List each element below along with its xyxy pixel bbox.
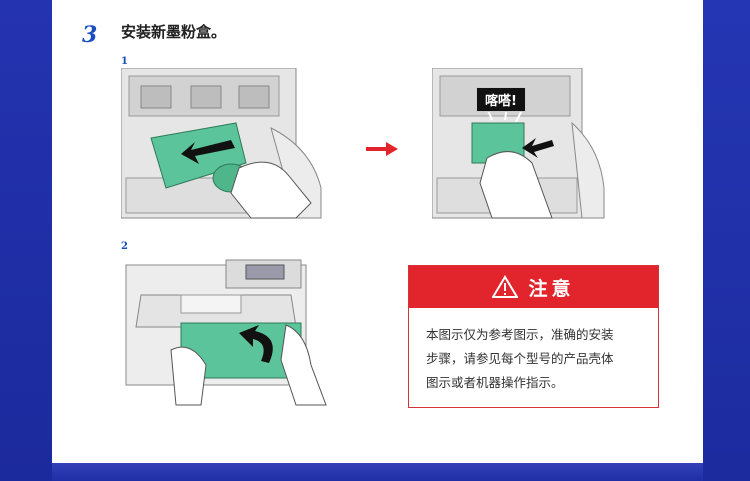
next-step-arrow-icon	[366, 142, 398, 156]
notice-line: 图示或者机器操作指示。	[426, 375, 564, 390]
figure-2-label: 2	[121, 241, 128, 252]
notice-body: 本图示仅为参考图示，准确的安装 步骤，请参见每个型号的产品壳体 图示或者机器操作…	[409, 308, 658, 395]
illustration-close-cover	[125, 259, 327, 406]
notice-box: 注意 本图示仅为参考图示，准确的安装 步骤，请参见每个型号的产品壳体 图示或者机…	[408, 265, 659, 408]
warning-triangle-icon	[492, 275, 519, 298]
step-title: 安装新墨粉盒。	[121, 23, 227, 41]
notice-line: 本图示仅为参考图示，准确的安装	[426, 327, 614, 342]
notice-title: 注意	[528, 277, 575, 300]
left-blue-border	[0, 0, 52, 481]
bottom-blue-band	[52, 463, 703, 481]
click-callout: 喀嗒!	[476, 87, 526, 112]
step-number: 3	[82, 22, 98, 48]
notice-header: 注意	[409, 266, 658, 308]
illustration-insert-toner	[121, 68, 322, 219]
notice-line: 步骤，请参见每个型号的产品壳体	[426, 351, 614, 366]
figure-1-label: 1	[121, 56, 128, 67]
right-blue-border	[703, 0, 750, 481]
